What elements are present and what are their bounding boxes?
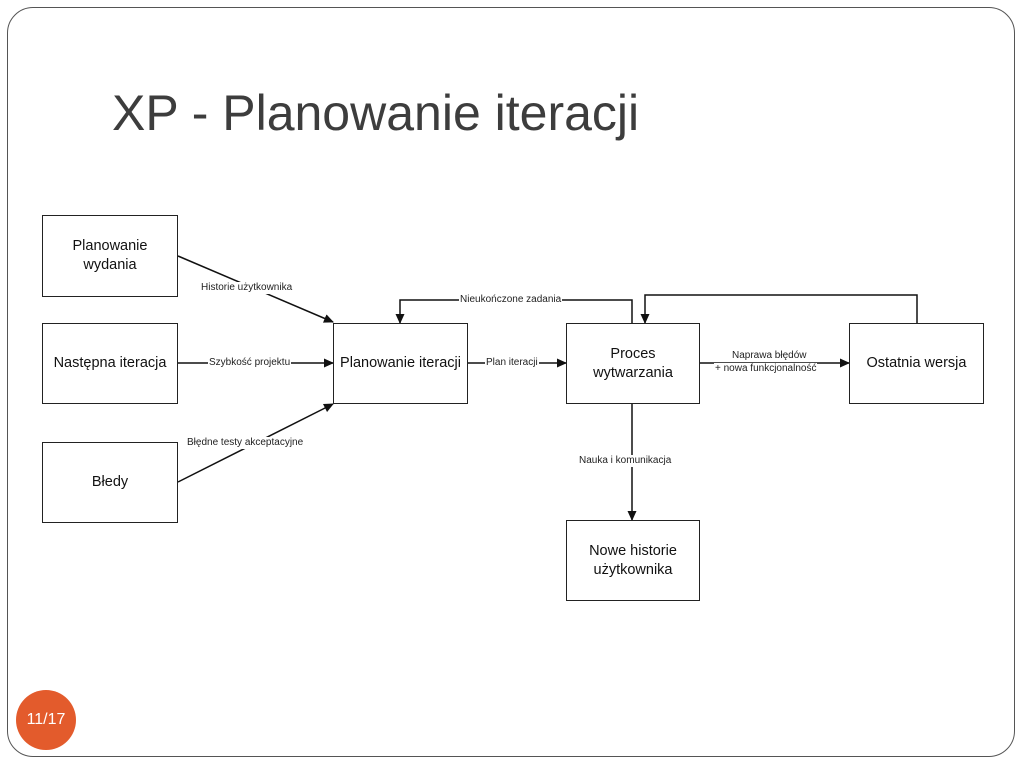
edge-label-nauka-komunikacja: Nauka i komunikacja <box>578 455 673 467</box>
node-bledy: Błedy <box>42 442 178 523</box>
node-nowe-historie-label: Nowe historie użytkownika <box>589 542 677 578</box>
node-nastepna-iteracja-label: Następna iteracja <box>53 355 167 372</box>
node-planowanie-wydania-label: Planowanie wydania <box>72 238 148 273</box>
edge-label-historie-uzytkownika: Historie użytkownika <box>200 282 294 294</box>
node-bledy-label: Błedy <box>91 474 129 491</box>
node-nowe-historie: Nowe historie użytkownika <box>566 520 700 601</box>
node-proces-wytwarzania: Proces wytwarzania <box>566 323 700 404</box>
edge-ostatnia-wersja-loop <box>640 294 918 324</box>
edge-label-bledne-testy: Błędne testy akceptacyjne <box>186 437 305 449</box>
page-number-badge: 11/17 <box>16 690 76 750</box>
edge-label-naprawa-bledow-line1: Naprawa błędów <box>731 350 808 362</box>
node-proces-wytwarzania-label: Proces wytwarzania <box>593 345 673 381</box>
edge-label-szybkosc-projektu: Szybkość projektu <box>208 357 292 369</box>
node-nastepna-iteracja: Następna iteracja <box>42 323 178 404</box>
edge-label-nieukonczone-zadania: Nieukończone zadania <box>459 294 563 306</box>
node-planowanie-iteracji-label: Planowanie iteracji <box>340 355 461 372</box>
node-planowanie-wydania: Planowanie wydania <box>42 215 178 297</box>
node-ostatnia-wersja: Ostatnia wersja <box>849 323 984 404</box>
node-planowanie-iteracji: Planowanie iteracji <box>333 323 468 404</box>
slide-title: XP - Planowanie iteracji <box>112 85 640 141</box>
edge-label-naprawa-bledow-line2: + nowa funkcjonalność <box>714 363 818 375</box>
edge-label-plan-iteracji: Plan iteracji <box>485 357 539 369</box>
node-ostatnia-wersja-label: Ostatnia wersja <box>866 355 967 372</box>
